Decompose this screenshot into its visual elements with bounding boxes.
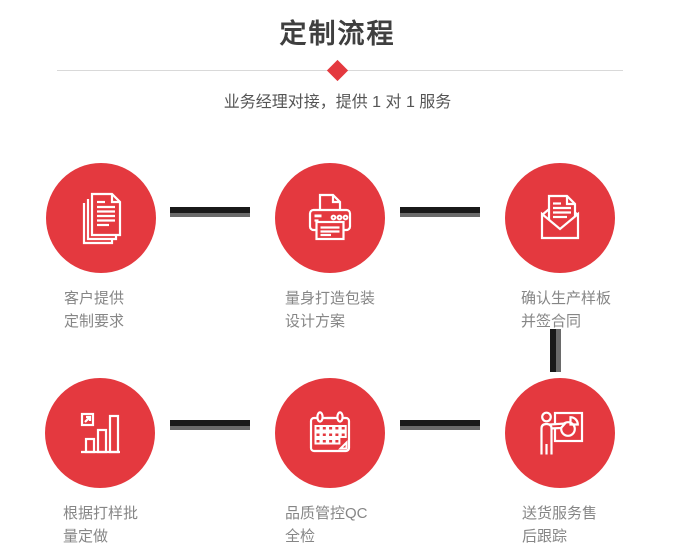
connector-step4-step5 — [170, 420, 250, 430]
label-line-2: 并签合同 — [521, 313, 582, 330]
label-line-1: 送货服务售 — [522, 505, 598, 522]
page-title: 定制流程 — [279, 19, 396, 49]
calendar-icon — [309, 411, 351, 453]
label-line-2: 定制要求 — [64, 313, 125, 330]
step-label-quality-control: 品质管控QC 全检 — [285, 502, 368, 548]
label-line-2: 量定做 — [63, 528, 109, 545]
connector-step3-step6 — [550, 329, 561, 372]
bar-chart-icon — [80, 412, 120, 454]
connector-step2-step3 — [400, 207, 480, 217]
label-line-2: 全检 — [285, 528, 316, 545]
step-label-batch-production: 根据打样批 量定做 — [63, 502, 138, 548]
label-line-1: 确认生产样板 — [521, 290, 612, 307]
presenter-icon — [540, 411, 584, 455]
printer-icon — [308, 193, 352, 241]
label-line-1: 客户提供 — [64, 290, 125, 307]
step-label-customer-requirements: 客户提供 定制要求 — [64, 287, 124, 333]
label-line-2: 后跟踪 — [522, 528, 568, 545]
envelope-icon — [540, 194, 580, 240]
diamond-icon — [326, 59, 349, 82]
step-circle-sample-contract — [505, 163, 615, 273]
subtitle: 业务经理对接，提供 1 对 1 服务 — [223, 94, 452, 111]
label-line-1: 根据打样批 — [63, 505, 139, 522]
connector-step5-step6 — [400, 420, 480, 430]
step-circle-batch-production — [45, 378, 155, 488]
step-label-sample-contract: 确认生产样板 并签合同 — [521, 287, 611, 333]
step-circle-packaging-design — [275, 163, 385, 273]
step-circle-quality-control — [275, 378, 385, 488]
label-line-1: 量身打造包装 — [285, 290, 376, 307]
connector-step1-step2 — [170, 207, 250, 217]
step-label-packaging-design: 量身打造包装 设计方案 — [285, 287, 375, 333]
step-circle-customer-requirements — [46, 163, 156, 273]
step-circle-delivery-tracking — [505, 378, 615, 488]
label-line-2: 设计方案 — [285, 313, 346, 330]
label-line-1: 品质管控QC — [285, 505, 368, 522]
documents-icon — [82, 192, 122, 245]
step-label-delivery-tracking: 送货服务售 后跟踪 — [522, 502, 597, 548]
